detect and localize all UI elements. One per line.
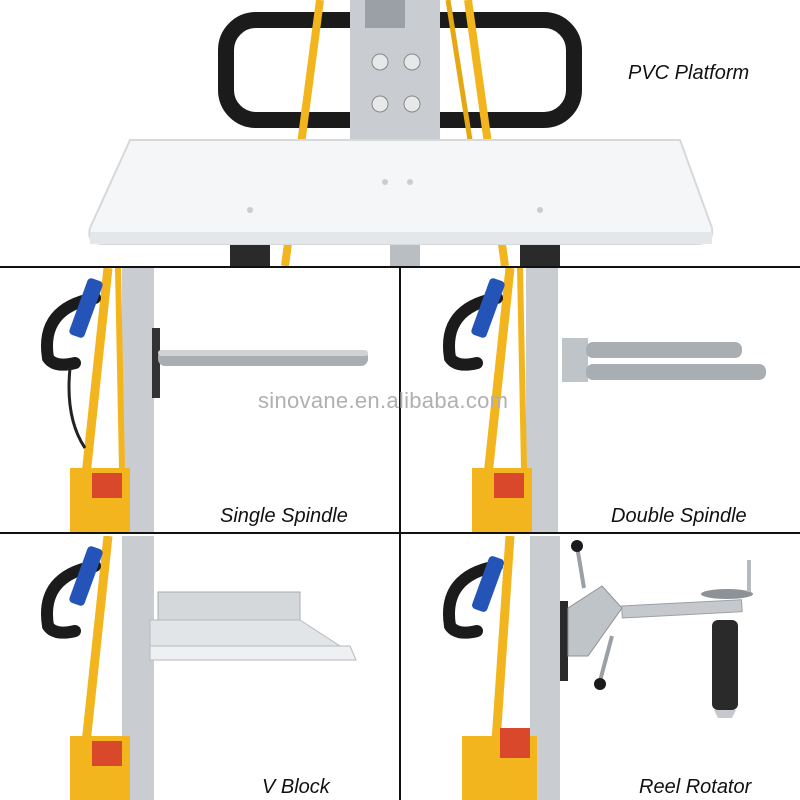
caption-pvc-platform: PVC Platform <box>628 62 750 84</box>
caption-v-block: V Block <box>262 776 330 798</box>
panel-v-block: V Block <box>0 536 398 800</box>
caption-single-spindle: Single Spindle <box>220 505 348 527</box>
single-spindle-photo <box>41 268 368 532</box>
divider-vertical <box>399 266 401 800</box>
double-spindle-photo <box>443 268 766 532</box>
panel-reel-rotator: Reel Rotator <box>402 536 800 800</box>
panel-pvc-platform: PVC Platform <box>0 0 800 266</box>
panel-double-spindle: Double Spindle <box>402 268 800 532</box>
reel-rotator-photo <box>443 536 753 800</box>
caption-reel-rotator: Reel Rotator <box>639 776 752 798</box>
panel-single-spindle: Single Spindle <box>0 268 398 532</box>
caption-double-spindle: Double Spindle <box>611 505 747 527</box>
v-block-photo <box>41 536 357 800</box>
watermark: sinovane.en.alibaba.com <box>258 388 509 413</box>
pvc-platform-photo <box>88 0 714 266</box>
